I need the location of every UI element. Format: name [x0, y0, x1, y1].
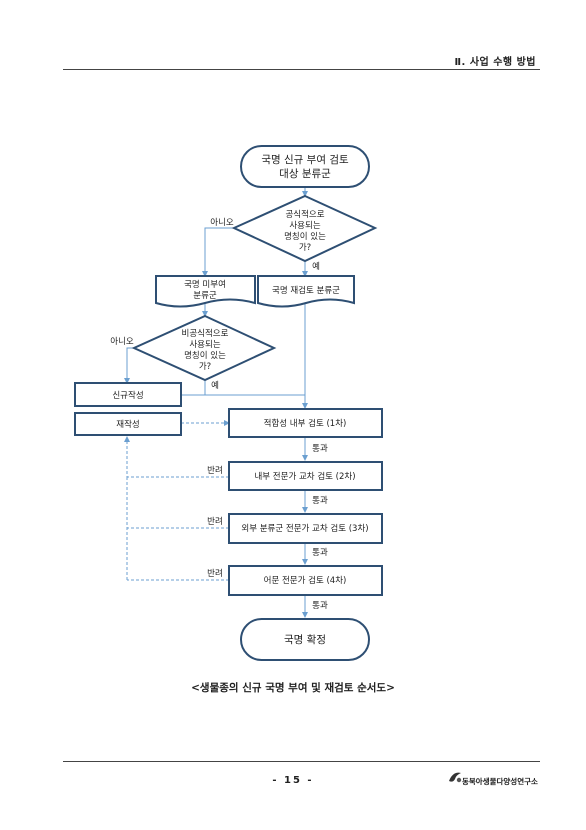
box-step1: [228, 408, 383, 438]
pass-label-1: 통과: [312, 444, 328, 454]
start-line-2: 대상 분류군: [279, 168, 331, 180]
section-header: Ⅱ. 사업 수행 방법: [454, 57, 536, 68]
end-label: 국명 확정: [284, 633, 326, 646]
step3-label: 외부 분류군 전문가 교차 검토 (3차): [241, 523, 368, 534]
start-line-1: 국명 신규 부여 검토: [261, 154, 349, 166]
doc-unassigned-line-1: 국명 미부여: [184, 279, 226, 290]
pass-label-2: 통과: [312, 496, 328, 506]
q2-line-3: 가?: [199, 362, 211, 372]
reject-label-3: 반려: [207, 568, 223, 579]
step4-label: 어문 전문가 검토 (4차): [264, 575, 347, 586]
q1-line-3: 가?: [299, 243, 311, 253]
box-rewrite-label: 재작성: [116, 419, 139, 430]
box-new-write-label: 신규작성: [112, 390, 143, 401]
footer-divider: [63, 761, 540, 762]
step1-label: 적합성 내부 검토 (1차): [264, 418, 347, 429]
end-terminal: [240, 618, 370, 661]
q2-no-label: 아니오: [110, 336, 134, 347]
reject-label-2: 반려: [207, 516, 223, 527]
reject-label-1: 반려: [207, 465, 223, 476]
page-number: - 15 -: [272, 775, 314, 786]
q2-line-2b: 명칭이 있는: [184, 350, 226, 361]
box-step2: [228, 461, 383, 491]
q1-line-2b: 명칭이 있는: [284, 231, 326, 242]
institute-logo-icon: [449, 772, 462, 783]
q1-line-2: 사용되는: [289, 221, 320, 231]
q1-line-1: 공식적으로: [285, 209, 324, 220]
box-new-write: [74, 382, 182, 407]
pass-label-4: 통과: [312, 601, 328, 611]
q2-line-1: 비공식적으로: [182, 328, 229, 339]
q2-yes-label: 예: [211, 380, 219, 391]
doc-review: [257, 275, 355, 308]
decision-q2: [131, 314, 277, 382]
doc-unassigned: [155, 275, 256, 308]
start-terminal: [240, 145, 370, 188]
header-divider: [63, 69, 540, 70]
decision-q1: [231, 194, 378, 263]
pass-label-3: 통과: [312, 548, 328, 558]
connector-q2-no: [124, 347, 134, 384]
q1-no-label: 아니오: [210, 217, 234, 228]
doc-review-label: 국명 재검토 분류군: [272, 285, 340, 296]
institute-name: 동북아생물다양성연구소: [462, 777, 538, 786]
box-rewrite: [74, 412, 182, 436]
connector-q1-no: [202, 227, 234, 277]
box-step3: [228, 513, 383, 544]
q1-yes-label: 예: [312, 261, 320, 272]
figure-caption: <생물종의 신규 국명 부여 및 재검토 순서도>: [191, 682, 395, 694]
doc-unassigned-line-2: 분류군: [193, 291, 217, 301]
step2-label: 내부 전문가 교차 검토 (2차): [254, 471, 355, 482]
q2-line-2: 사용되는: [189, 340, 220, 350]
box-step4: [228, 565, 383, 596]
